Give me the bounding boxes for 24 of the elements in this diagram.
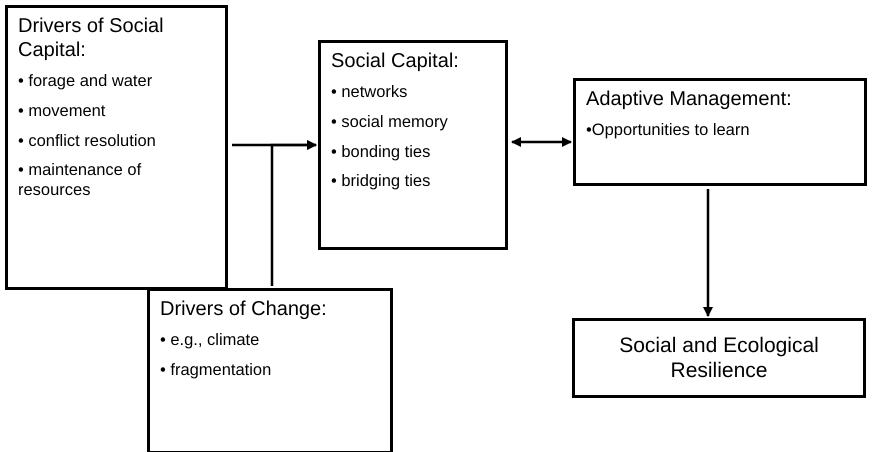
text-box	[318, 40, 508, 250]
arrow	[511, 137, 572, 147]
text-box	[573, 78, 867, 186]
bullet-item: • social memory	[331, 112, 449, 133]
bullet-item: •Opportunities to learn	[586, 121, 751, 141]
bullet-item: • conflict resolution	[18, 132, 157, 152]
box-heading: Drivers of Change:	[160, 297, 328, 321]
box-heading: Adaptive Management:	[586, 87, 793, 111]
text-box	[5, 5, 228, 290]
bullet-item: • bonding ties	[331, 142, 432, 162]
bullet-item: • forage and water	[18, 72, 154, 92]
bullet-item: • e.g., climate	[160, 331, 260, 351]
bullet-item: • maintenance of resources	[18, 161, 142, 201]
arrow	[703, 189, 713, 317]
box-heading: Social Capital:	[331, 49, 460, 73]
text-box	[147, 288, 393, 452]
bullet-item: • bridging ties	[331, 172, 432, 192]
arrow	[270, 140, 317, 286]
bullet-item: • fragmentation	[160, 360, 272, 381]
box-heading: Drivers of Social Capital:	[18, 14, 165, 62]
bullet-item: • networks	[331, 83, 408, 103]
text-box	[572, 318, 866, 398]
bullet-item: • movement	[18, 102, 106, 122]
box-heading: Social and Ecological Resilience	[618, 332, 820, 384]
